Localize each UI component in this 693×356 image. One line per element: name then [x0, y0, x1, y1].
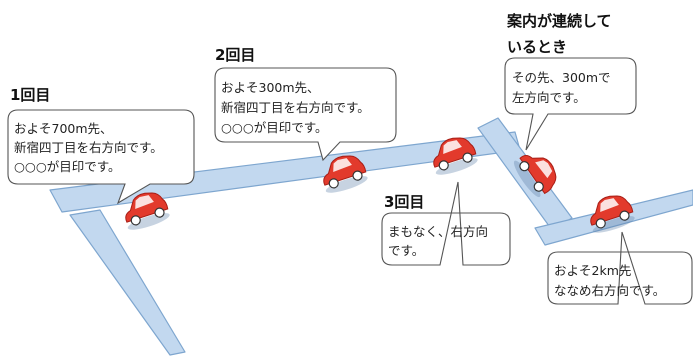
car-wheel — [438, 160, 449, 171]
car-window — [333, 158, 352, 172]
car-window — [600, 198, 619, 212]
callout-second — [214, 67, 397, 162]
callout-next-turn — [547, 231, 693, 305]
bubble5-line2: ななめ右方向です。 — [554, 283, 666, 298]
callout-third — [381, 181, 511, 266]
car-after-turn — [590, 195, 635, 233]
callout-first — [7, 109, 195, 205]
cars — [125, 137, 635, 233]
bubble1-line1: およそ700m先、 — [14, 121, 113, 136]
car-wheel — [154, 207, 165, 218]
bubble2-line1: およそ300m先、 — [221, 80, 320, 95]
car-wheel — [352, 170, 363, 181]
car-wheel — [595, 218, 606, 229]
heading-first: 1回目 — [10, 86, 51, 104]
heading-consecutive-line2: いるとき — [507, 38, 568, 56]
heading-consecutive-line1: 案内が連続して — [507, 12, 612, 30]
car-wheel — [328, 178, 339, 189]
car-wheel — [462, 152, 473, 163]
callouts — [7, 57, 693, 305]
car-window — [535, 160, 553, 179]
bubble4-line2: 左方向です。 — [512, 90, 586, 105]
bubble5-line1: およそ2km先 — [554, 263, 632, 278]
car-wheel — [533, 181, 544, 192]
bubble2-line2: 新宿四丁目を右方向です。 — [221, 100, 370, 115]
car-second — [323, 155, 368, 193]
car-wheel — [130, 215, 141, 226]
car-wheel — [619, 210, 630, 221]
bubble1-line2: 新宿四丁目を右方向です。 — [14, 140, 163, 155]
bubble4-line1: その先、300mで — [512, 70, 611, 85]
car-window — [443, 140, 462, 154]
heading-third: 3回目 — [384, 193, 425, 211]
bubble2-line3: ○○○が目印です。 — [221, 120, 328, 135]
left-branch-road — [69, 209, 186, 356]
right-street — [477, 117, 573, 231]
callout-consecutive — [504, 57, 637, 151]
bubble3-line1: まもなく、右方向 — [388, 224, 489, 239]
car-window — [135, 195, 154, 209]
car-third — [433, 137, 478, 175]
heading-second: 2回目 — [215, 46, 256, 64]
car-wheel — [519, 161, 530, 172]
bubble1-line3: ○○○が目印です。 — [14, 159, 121, 174]
bubble3-line2: です。 — [388, 243, 425, 258]
car-turning — [513, 155, 557, 198]
car-first — [125, 192, 170, 230]
